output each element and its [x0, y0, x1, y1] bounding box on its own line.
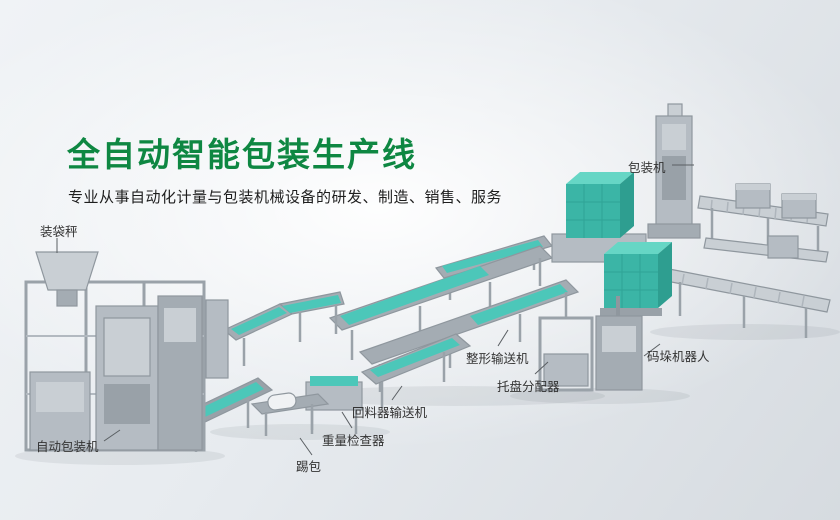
hopper — [35, 251, 99, 291]
right-roller-conveyors — [660, 183, 831, 338]
machine-label-palletizing-robot: 码垛机器人 — [647, 350, 710, 364]
support-tower — [205, 299, 229, 379]
pallet-load — [767, 235, 799, 259]
label-leader-lines — [56, 164, 694, 456]
curve-conveyor — [205, 291, 345, 379]
main-conveyor-array — [328, 235, 580, 392]
machine-label-auto-packing-machine: 自动包装机 — [36, 440, 99, 454]
machine-label-shaping-conveyor: 整形输送机 — [466, 352, 529, 366]
pallet-dispenser-machine — [538, 316, 594, 392]
machine-label-bagging-scale: 装袋秤 — [40, 225, 78, 239]
page-title: 全自动智能包装生产线 — [67, 136, 417, 173]
machine-label-return-conveyor: 回料器输送机 — [352, 406, 428, 420]
auto-packing-machine-group — [24, 251, 206, 452]
machine-label-packing-machine: 包装机 — [628, 161, 666, 175]
machine-label-kick-off: 踢包 — [296, 460, 322, 474]
machine-label-checkweigher: 重量检查器 — [322, 434, 385, 448]
kickoff-area — [250, 392, 330, 436]
packing-machine-tower — [647, 103, 701, 239]
bag-stack-bottom — [600, 242, 672, 316]
pallet — [600, 308, 662, 316]
bag-stack-top — [566, 172, 634, 238]
bag — [267, 392, 297, 411]
palletizing-robot-machine — [595, 296, 643, 391]
page-subtitle: 专业从事自动化计量与包装机械设备的研发、制造、销售、服务 — [68, 189, 503, 206]
palletizer-area — [538, 172, 672, 392]
return-conveyor-machine — [360, 333, 472, 408]
machine-label-pallet-dispenser: 托盘分配器 — [497, 380, 560, 394]
